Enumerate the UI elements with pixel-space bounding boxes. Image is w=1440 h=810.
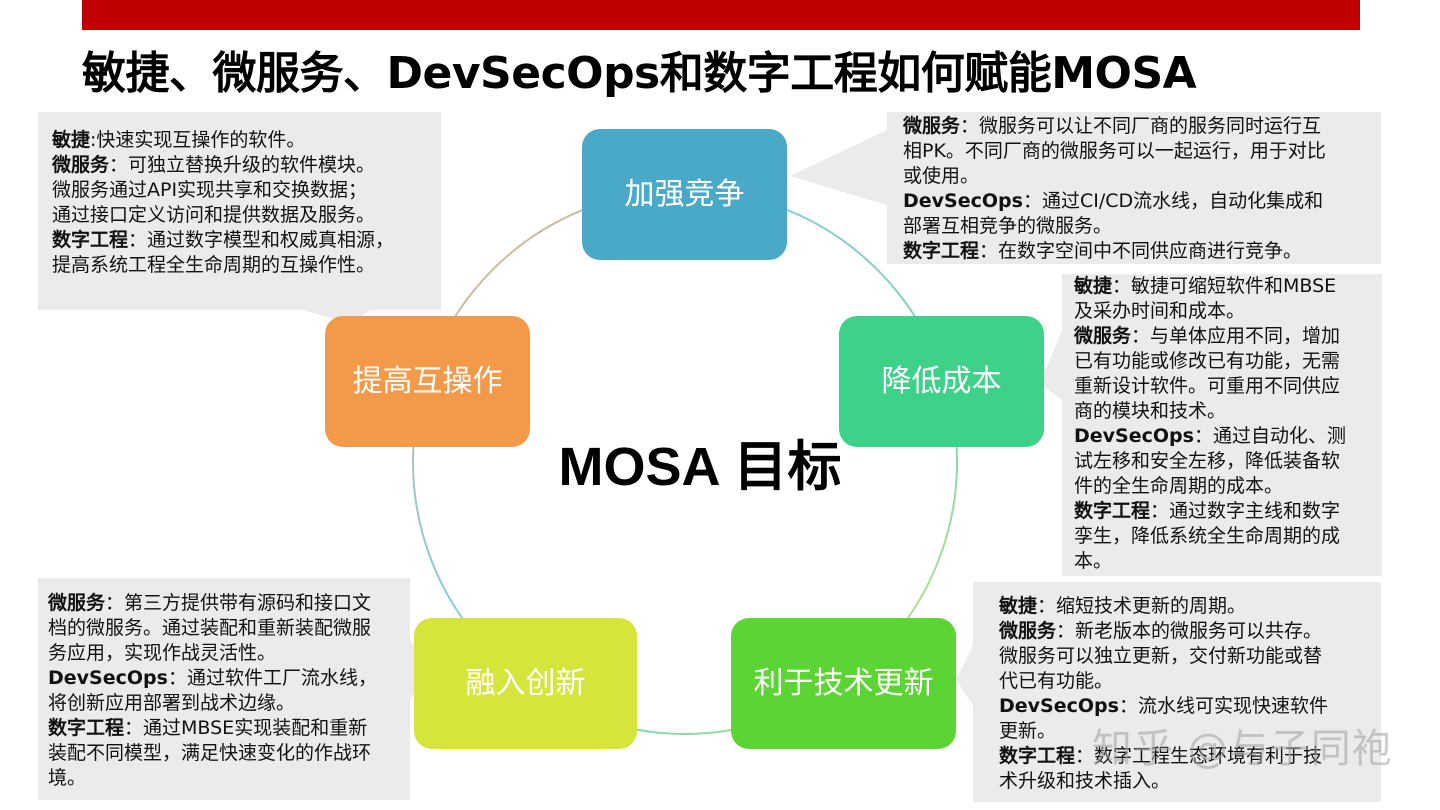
note-line: 微服务：微服务可以让不同厂商的服务同时运行互 xyxy=(903,115,1322,137)
note-line: 微服务：新老版本的微服务可以共存。 xyxy=(999,620,1323,642)
page-title: 敏捷、微服务、DevSecOps和数字工程如何赋能MOSA xyxy=(82,48,1197,99)
note-line: 或使用。 xyxy=(903,165,980,187)
note-line: 术升级和技术插入。 xyxy=(999,770,1171,792)
note-line: 通过接口定义访问和提供数据及服务。 xyxy=(52,204,376,226)
note-line: 敏捷:快速实现互操作的软件。 xyxy=(52,129,306,151)
note-innovation: 微服务：第三方提供带有源码和接口文 档的微服务。通过装配和重新装配微服 务应用，… xyxy=(38,578,410,800)
note-line: 提高系统工程全生命周期的互操作性。 xyxy=(52,254,376,276)
note-line: 数字工程：在数字空间中不同供应商进行竞争。 xyxy=(903,240,1303,262)
note-line: 试左移和安全左移，降低装备软 xyxy=(1074,450,1341,472)
note-enhance-competition: 微服务：微服务可以让不同厂商的服务同时运行互 相PK。不同厂商的微服务可以一起运… xyxy=(887,112,1381,264)
note-line: 本。 xyxy=(1074,550,1113,572)
goal-enhance-competition: 加强竞争 xyxy=(582,129,787,260)
note-line: 更新。 xyxy=(999,720,1057,742)
note-line: DevSecOps：通过CI/CD流水线，自动化集成和 xyxy=(903,190,1324,212)
note-line: 微服务：与单体应用不同，增加 xyxy=(1074,325,1341,347)
note-line: 重新设计软件。可重用不同供应 xyxy=(1074,375,1341,397)
note-line: DevSecOps：通过软件工厂流水线， xyxy=(48,667,377,689)
note-line: 件的全生命周期的成本。 xyxy=(1074,475,1284,497)
note-line: 务应用，实现作战灵活性。 xyxy=(48,642,277,664)
note-line: 微服务可以独立更新，交付新功能或替 xyxy=(999,645,1323,667)
note-line: 敏捷：敏捷可缩短软件和MBSE xyxy=(1074,275,1337,297)
note-reduce-cost: 敏捷：敏捷可缩短软件和MBSE 及采办时间和成本。 微服务：与单体应用不同，增加… xyxy=(1062,274,1382,576)
note-line: 将创新应用部署到战术边缘。 xyxy=(48,692,296,714)
note-line: 代已有功能。 xyxy=(999,670,1114,692)
note-line: 数字工程：通过数字模型和权威真相源， xyxy=(52,229,395,251)
note-line: 档的微服务。通过装配和重新装配微服 xyxy=(48,617,372,639)
note-line: 已有功能或修改已有功能，无需 xyxy=(1074,350,1341,372)
note-line: 敏捷：缩短技术更新的周期。 xyxy=(999,595,1247,617)
note-interoperability: 敏捷:快速实现互操作的软件。 微服务：可独立替换升级的软件模块。 微服务通过AP… xyxy=(38,112,441,310)
note-line: 商的模块和技术。 xyxy=(1074,400,1227,422)
note-line: DevSecOps：流水线可实现快速软件 xyxy=(999,695,1328,717)
note-line: 及采办时间和成本。 xyxy=(1074,300,1246,322)
note-line: 部署互相竞争的微服务。 xyxy=(903,215,1113,237)
watermark: 知乎 @与子同袍 xyxy=(1092,726,1393,772)
note-line: 数字工程：通过数字主线和数字 xyxy=(1074,500,1341,522)
goal-innovation: 融入创新 xyxy=(414,618,637,749)
note-line: DevSecOps：通过自动化、测 xyxy=(1074,425,1346,447)
note-tech-refresh: 敏捷：缩短技术更新的周期。 微服务：新老版本的微服务可以共存。 微服务可以独立更… xyxy=(973,582,1381,802)
note-line: 装配不同模型，满足快速变化的作战环 xyxy=(48,742,372,764)
goal-tech-refresh: 利于技术更新 xyxy=(731,618,956,749)
note-line: 微服务：可独立替换升级的软件模块。 xyxy=(52,154,376,176)
note-line: 相PK。不同厂商的微服务可以一起运行，用于对比 xyxy=(903,140,1326,162)
goal-interoperability: 提高互操作 xyxy=(325,316,530,447)
note-line: 孪生，降低系统全生命周期的成 xyxy=(1074,525,1341,547)
note-line: 微服务通过API实现共享和交换数据； xyxy=(52,179,368,201)
note-line: 微服务：第三方提供带有源码和接口文 xyxy=(48,592,372,614)
note-line: 数字工程：数字工程生态环境有利于技 xyxy=(999,745,1323,767)
note-line: 境。 xyxy=(48,767,87,789)
mosa-goals-center-label: MOSA 目标 xyxy=(558,437,842,497)
goal-reduce-cost: 降低成本 xyxy=(839,316,1044,447)
note-line: 数字工程：通过MBSE实现装配和重新 xyxy=(48,717,368,739)
top-accent-bar xyxy=(82,0,1360,30)
